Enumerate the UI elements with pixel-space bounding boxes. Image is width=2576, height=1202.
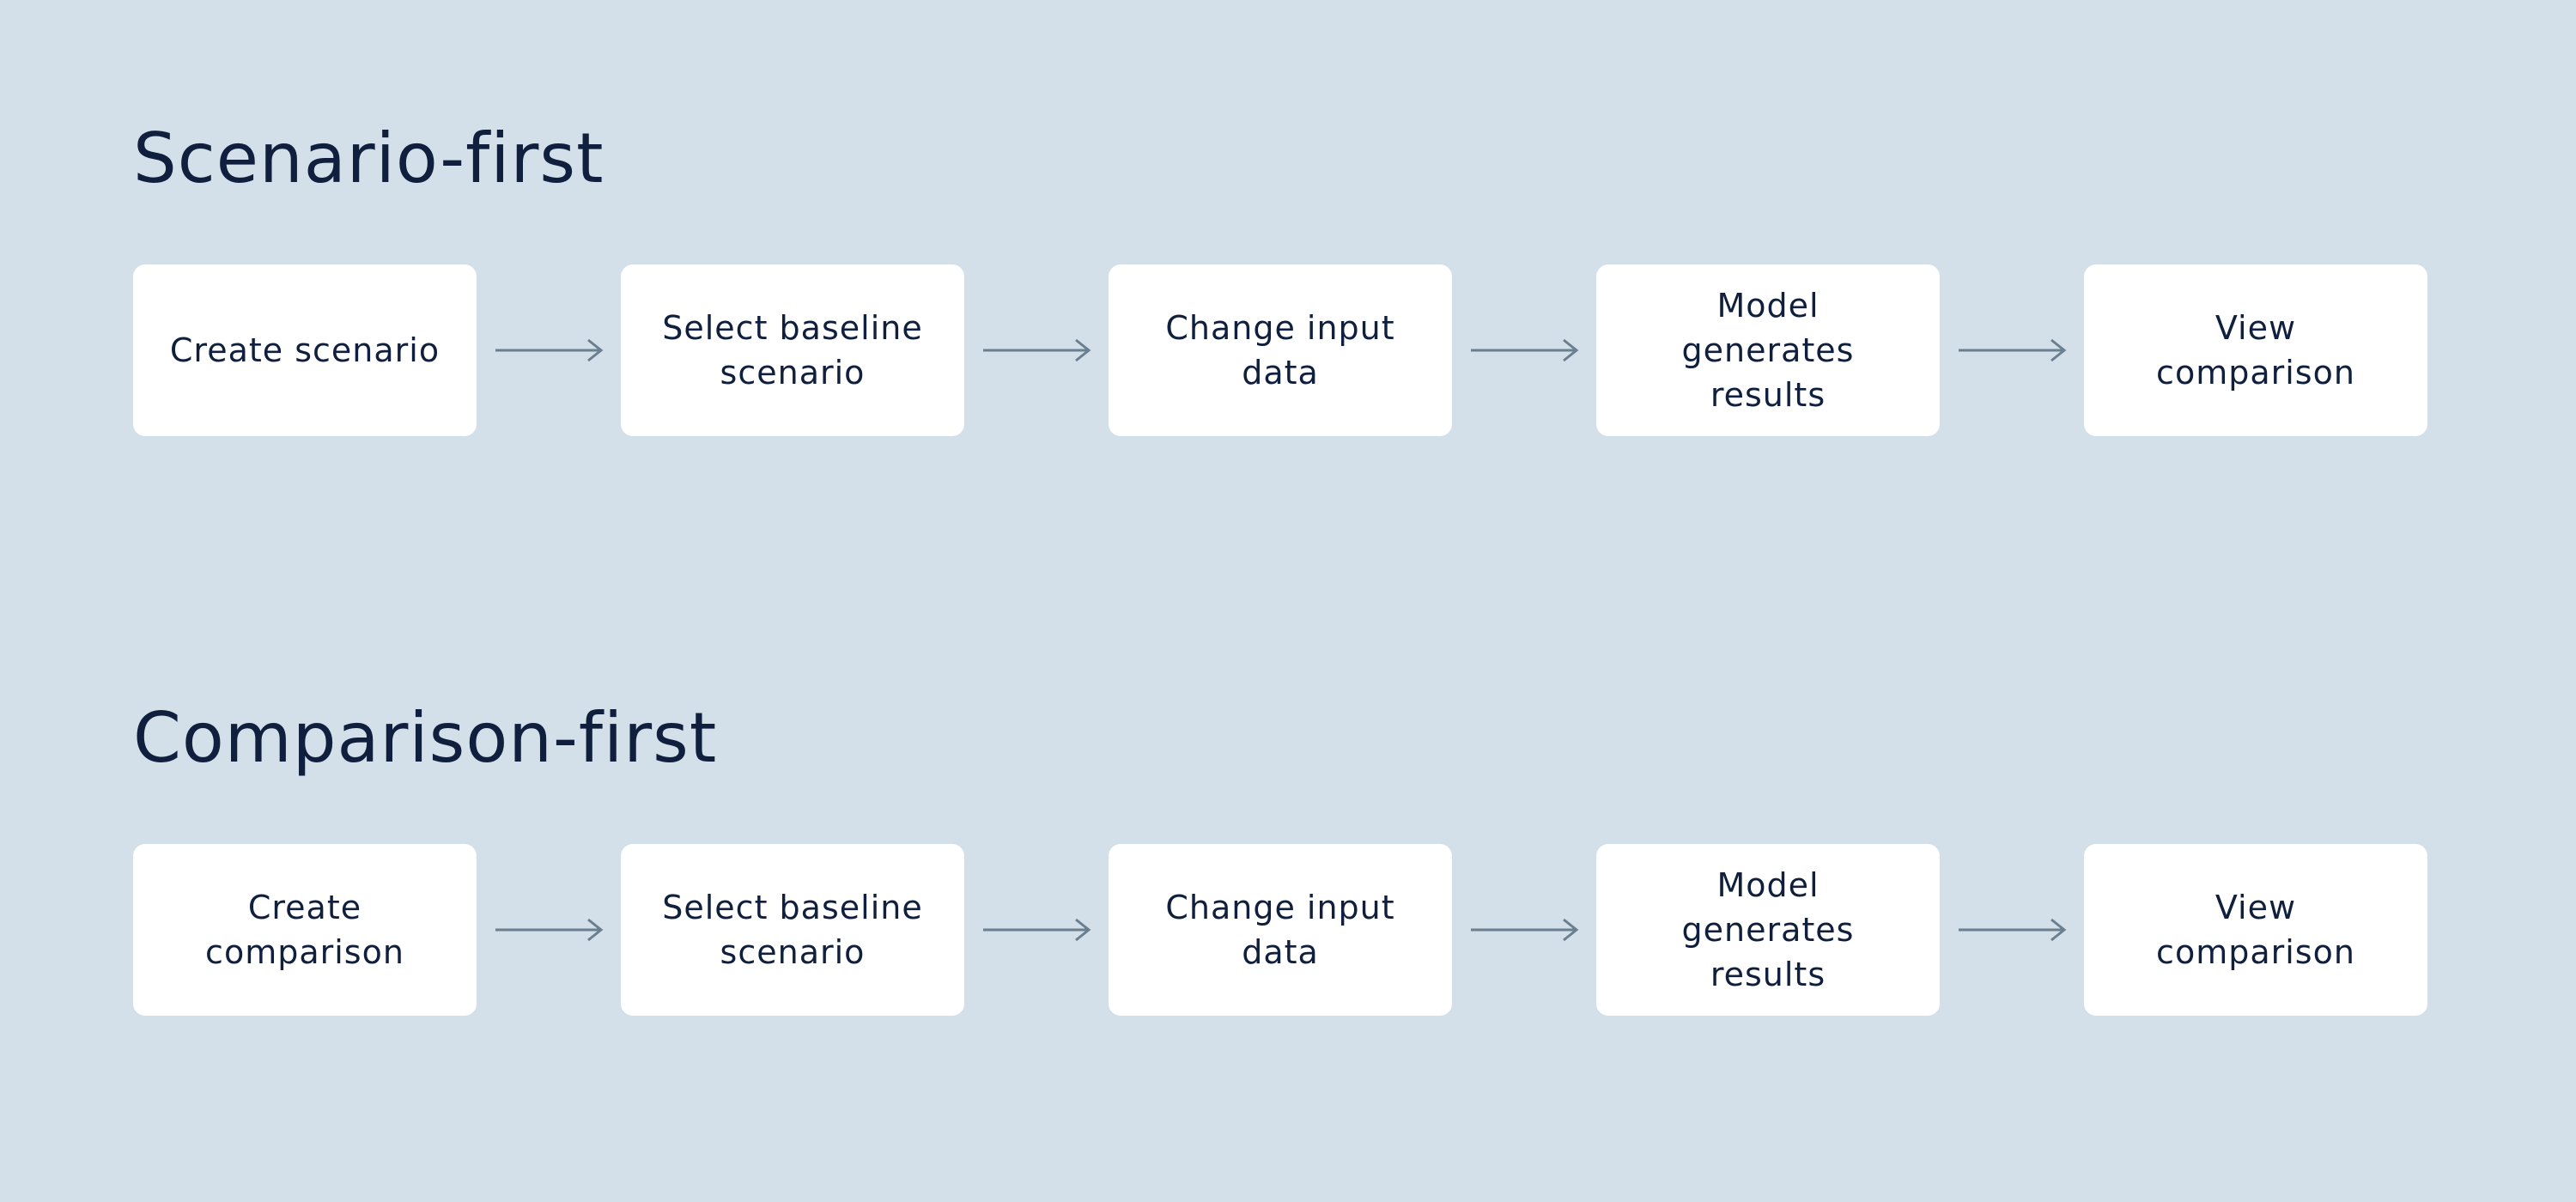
step-box: Create scenario bbox=[133, 264, 477, 436]
arrow-right-icon bbox=[1471, 918, 1579, 942]
arrow-right-icon bbox=[1471, 338, 1579, 362]
arrow-right-icon bbox=[1959, 338, 2067, 362]
arrow-right-icon bbox=[983, 918, 1091, 942]
arrow-right-icon bbox=[1959, 918, 2067, 942]
step-label: Create scenario bbox=[169, 331, 440, 369]
section-title: Scenario-first bbox=[133, 118, 605, 198]
arrow-right-icon bbox=[495, 918, 604, 942]
section-title: Comparison-first bbox=[133, 698, 718, 778]
flow-section-scenario-first: Scenario-first Create scenario Select ba… bbox=[133, 112, 2443, 436]
arrow-right-icon bbox=[983, 338, 1091, 362]
arrow-right-icon bbox=[495, 338, 604, 362]
